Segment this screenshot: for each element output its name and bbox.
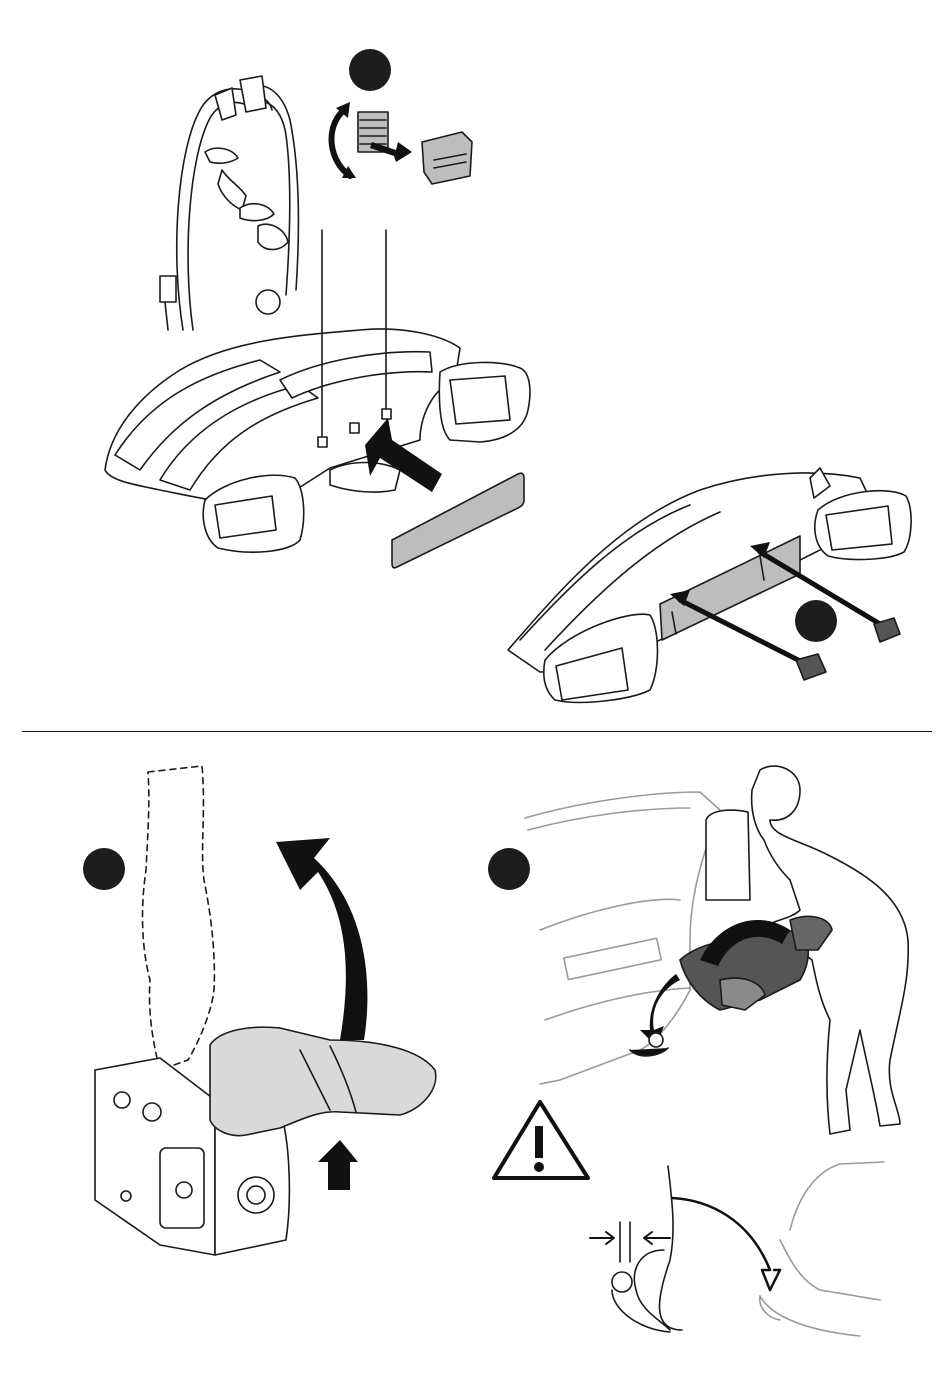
warning-triangle-icon bbox=[494, 1102, 588, 1178]
small-car-rear bbox=[760, 1162, 884, 1336]
car-rear bbox=[525, 792, 720, 1084]
clearance-detail bbox=[590, 1166, 780, 1332]
step-4-badge bbox=[488, 848, 530, 890]
